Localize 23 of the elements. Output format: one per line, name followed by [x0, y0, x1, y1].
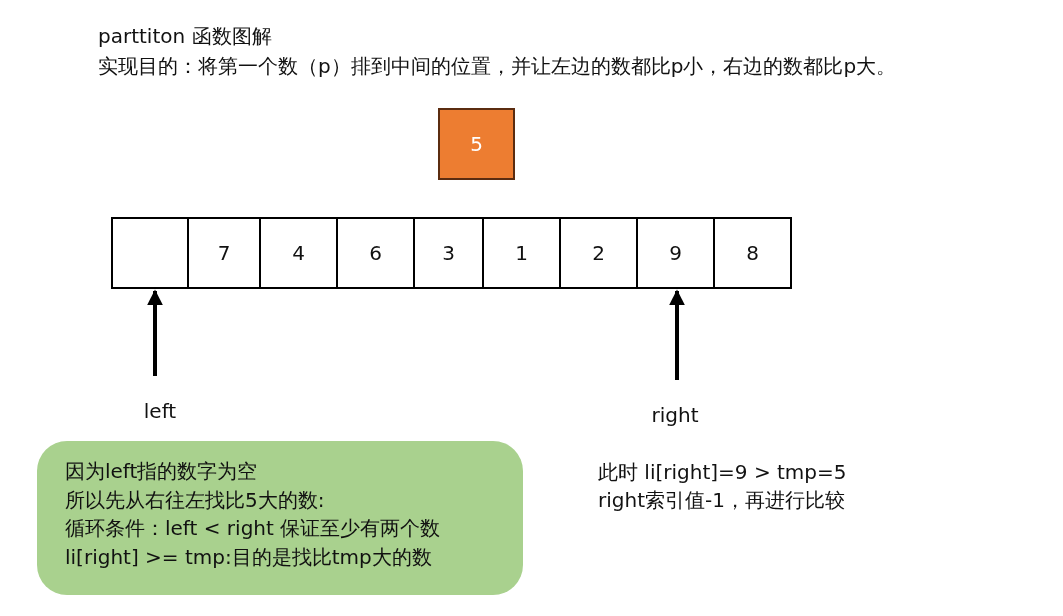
array-cell: 7	[189, 217, 261, 289]
note-text: li[right] >= tmp:目的是找比tmp大的数	[65, 543, 432, 571]
description-text: 实现目的：将第一个数（p）排到中间的位置，并让左边的数都比p小，右边的数都比p大。	[98, 53, 897, 80]
array-cell: 8	[715, 217, 792, 289]
array-cell: 4	[261, 217, 338, 289]
array-cell: 1	[484, 217, 561, 289]
note-text: right索引值-1，再进行比较	[598, 487, 845, 514]
arrow	[147, 289, 163, 376]
array-cell: 2	[561, 217, 638, 289]
note-text: 所以先从右往左找比5大的数:	[65, 486, 325, 514]
note-text: 此时 li[right]=9 > tmp=5	[598, 459, 847, 486]
title: parttiton 函数图解	[98, 23, 272, 50]
array-cell	[111, 217, 189, 289]
note-text: 因为left指的数字为空	[65, 458, 258, 485]
pointer-label: right	[640, 400, 710, 430]
array-cell: 9	[638, 217, 715, 289]
array-cell: 6	[338, 217, 415, 289]
pointer-label: left	[130, 396, 190, 426]
pivot-box: 5	[438, 108, 515, 180]
array-cell: 3	[415, 217, 484, 289]
note-box	[37, 441, 523, 595]
arrow	[669, 289, 685, 380]
note-text: 循环条件：left < right 保证至少有两个数	[65, 515, 441, 542]
